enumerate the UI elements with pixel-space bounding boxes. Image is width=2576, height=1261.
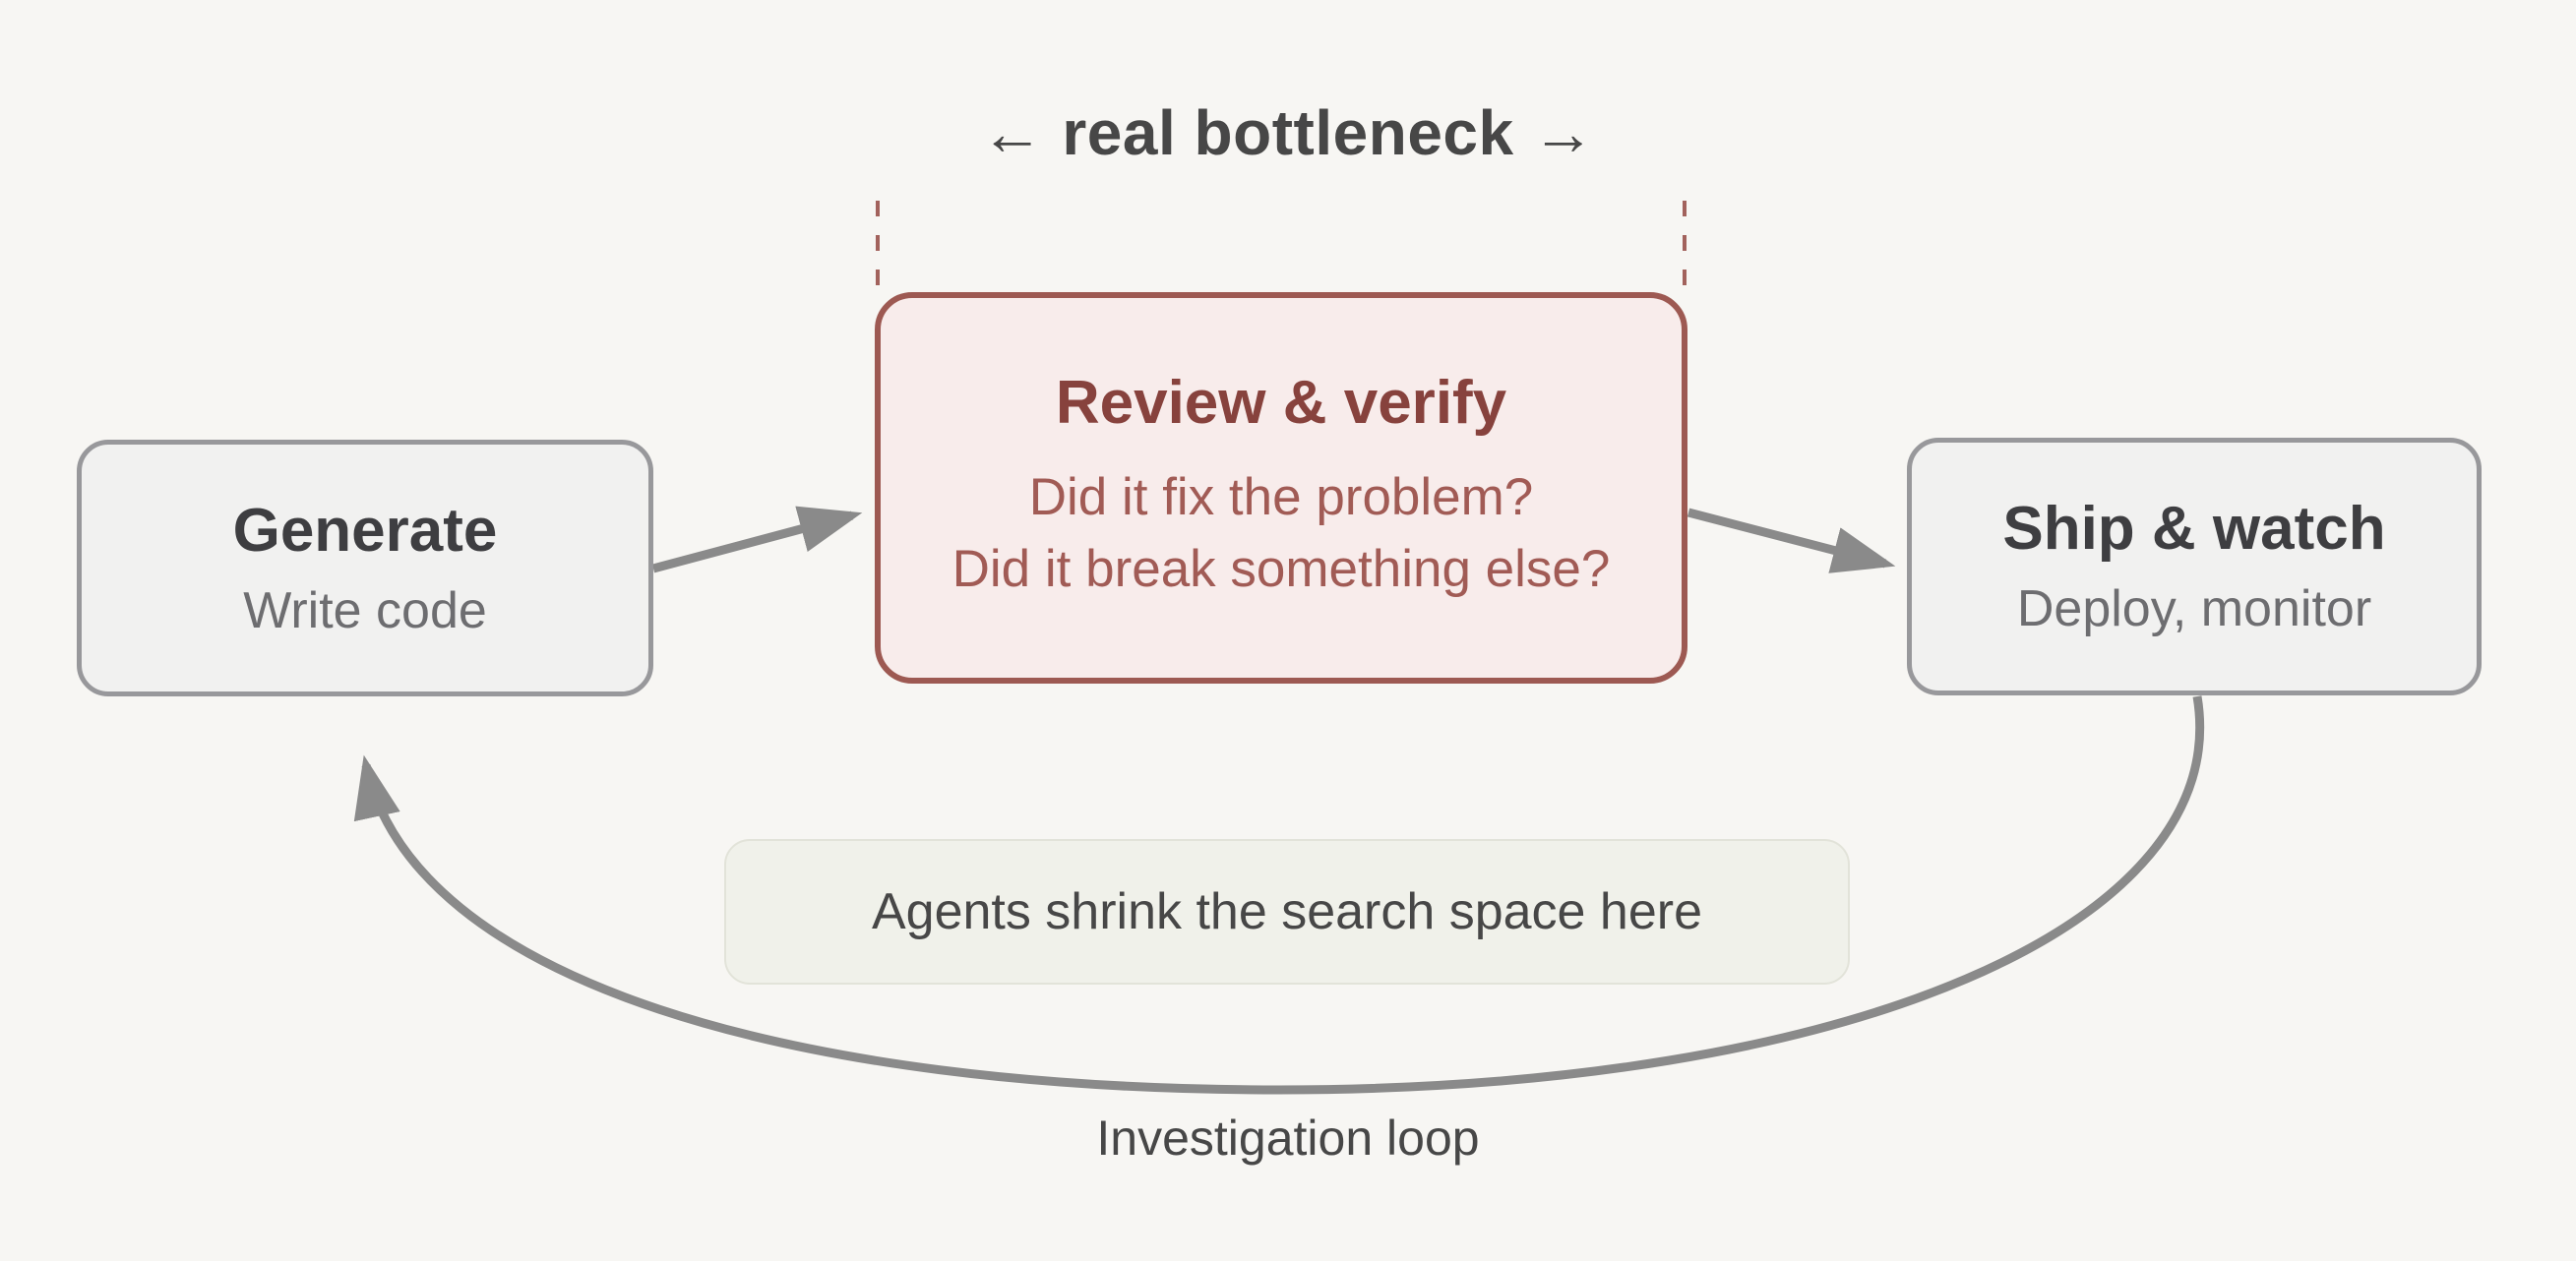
review-question-1: Did it fix the problem? bbox=[1028, 468, 1534, 527]
review-question-2: Did it break something else? bbox=[951, 539, 1611, 598]
agents-annotation-text: Agents shrink the search space here bbox=[871, 883, 1703, 940]
node-ship: Ship & watch Deploy, monitor bbox=[1907, 438, 2482, 695]
node-generate-subtitle: Write code bbox=[243, 581, 487, 639]
node-generate: Generate Write code bbox=[77, 440, 653, 696]
node-ship-title: Ship & watch bbox=[2002, 495, 2386, 564]
node-ship-subtitle: Deploy, monitor bbox=[2016, 580, 2372, 638]
node-generate-title: Generate bbox=[232, 496, 498, 565]
arrow-generate-to-review bbox=[651, 506, 863, 573]
investigation-loop-label: Investigation loop bbox=[1096, 1111, 1480, 1166]
node-review-title: Review & verify bbox=[1055, 369, 1507, 438]
node-review-questions: Did it fix the problem? Did it break som… bbox=[952, 462, 1611, 604]
bottleneck-label: ← real bottleneck → bbox=[980, 97, 1596, 168]
agents-annotation-pill: Agents shrink the search space here bbox=[724, 839, 1850, 985]
arrow-review-to-ship bbox=[1687, 508, 1896, 573]
loop-arrow bbox=[353, 695, 2205, 1095]
node-review: Review & verify Did it fix the problem? … bbox=[875, 292, 1687, 684]
